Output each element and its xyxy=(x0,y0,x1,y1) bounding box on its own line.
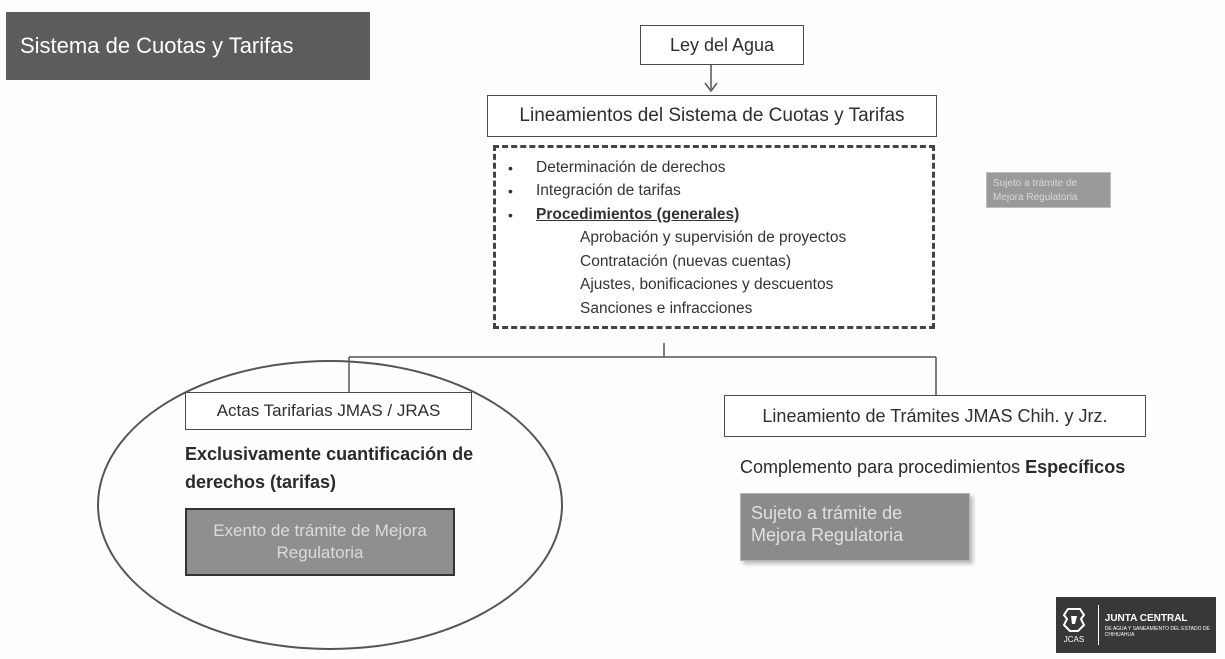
bullet-icon: • xyxy=(508,159,513,176)
lineamientos-label: Lineamientos del Sistema de Cuotas y Tar… xyxy=(519,105,905,126)
sujeto-badge-large: Sujeto a trámite de Mejora Regulatoria xyxy=(740,493,970,561)
jcas-logo: JCAS JUNTA CENTRAL DE AGUA Y SANEAMIENTO… xyxy=(1056,597,1216,653)
logo-abbr: JCAS xyxy=(1063,634,1085,644)
actas-tarifarias-box: Actas Tarifarias JMAS / JRAS xyxy=(185,392,472,430)
sujeto-badge-small: Sujeto a trámite de Mejora Regulatoria xyxy=(986,172,1111,208)
exento-badge: Exento de trámite de Mejora Regulatoria xyxy=(185,508,455,576)
list-item-label: Integración de tarifas xyxy=(536,182,681,200)
list-item: • Integración de tarifas xyxy=(508,180,922,204)
ley-del-agua-box: Ley del Agua xyxy=(640,25,804,65)
list-item-label: Determinación de derechos xyxy=(536,158,726,176)
lineamiento-tramites-box: Lineamiento de Trámites JMAS Chih. y Jrz… xyxy=(724,395,1146,437)
tramites-description-prefix: Complemento para procedimientos xyxy=(740,457,1026,477)
ley-label: Ley del Agua xyxy=(669,34,775,55)
actas-ellipse xyxy=(97,360,563,650)
logo-mark: JCAS xyxy=(1056,597,1092,653)
actas-description: Exclusivamente cuantificación de derecho… xyxy=(185,444,474,492)
logo-subtitle: DE AGUA Y SANEAMIENTO DEL ESTADO DE CHIH… xyxy=(1104,625,1210,638)
logo-emblem-icon xyxy=(1062,607,1086,632)
list-item: • Procedimientos (generales) xyxy=(508,203,922,227)
logo-divider xyxy=(1097,605,1099,645)
lineamientos-box: Lineamientos del Sistema de Cuotas y Tar… xyxy=(487,95,937,137)
bullet-icon: • xyxy=(508,206,513,223)
actas-label: Actas Tarifarias JMAS / JRAS xyxy=(216,401,441,420)
sub-item: Sanciones e infracciones xyxy=(580,299,753,317)
logo-name: JUNTA CENTRAL xyxy=(1104,612,1188,624)
bullet-icon: • xyxy=(508,183,513,200)
page-title: Sistema de Cuotas y Tarifas xyxy=(20,33,294,58)
logo-text: JUNTA CENTRAL DE AGUA Y SANEAMIENTO DEL … xyxy=(1105,613,1216,638)
sub-item: Aprobación y supervisión de proyectos xyxy=(580,229,847,247)
sub-item: Ajustes, bonificaciones y descuentos xyxy=(580,276,834,294)
tramites-description: Complemento para procedimientos Específi… xyxy=(740,457,1180,478)
title-bar: Sistema de Cuotas y Tarifas xyxy=(6,12,370,80)
lineamientos-contents-box: • Determinación de derechos • Integració… xyxy=(493,145,935,329)
arrowhead xyxy=(704,82,718,93)
sub-item: Contratación (nuevas cuentas) xyxy=(580,252,792,270)
tramites-label: Lineamiento de Trámites JMAS Chih. y Jrz… xyxy=(762,405,1108,426)
exento-label: Exento de trámite de Mejora Regulatoria xyxy=(213,521,427,562)
list-item-label: Procedimientos (generales) xyxy=(536,205,740,223)
tramites-description-bold: Específicos xyxy=(1025,457,1126,477)
list-item: • Determinación de derechos xyxy=(508,156,922,180)
